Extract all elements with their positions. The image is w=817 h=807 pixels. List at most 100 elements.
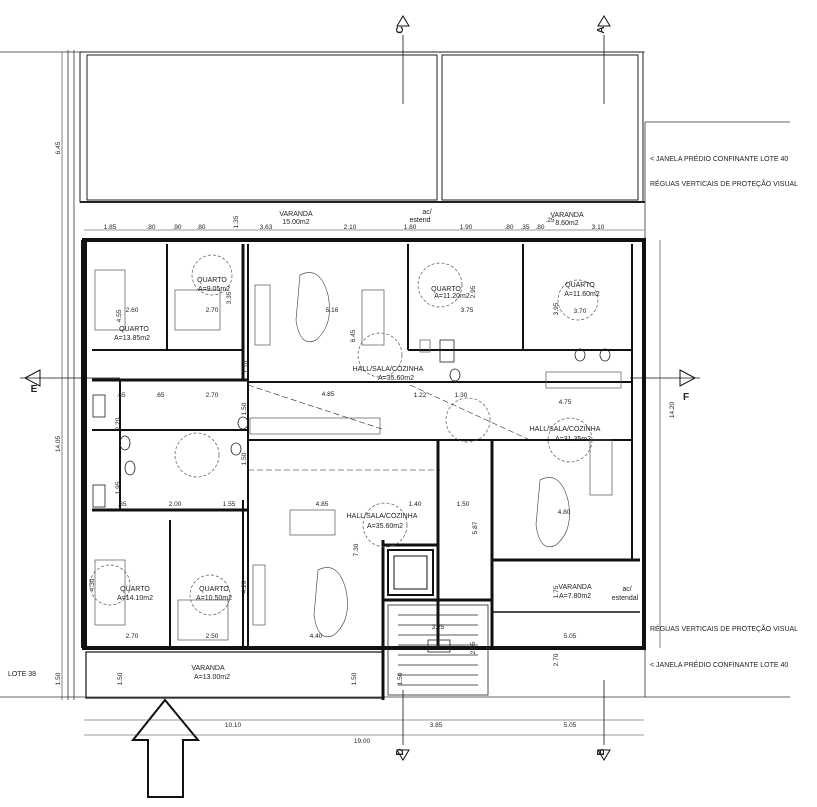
dim-inner: 4.85 [322,391,335,398]
varanda-top-right-name: VARANDA [550,212,584,219]
room-area-hall-2: A=31.35m2 [555,436,591,443]
section-markers [23,15,697,761]
dim-inner: 3.95 [553,302,560,315]
dim-inner: 2.95 [470,641,477,654]
dim-inner: 2.00 [169,501,182,508]
dim-inner: 1.50 [351,672,358,685]
note-janela-top: < JANELA PRÉDIO CONFINANTE LOTE 40 [650,154,788,163]
dim-bottom-1: 3.85 [430,722,443,729]
section-label-f: F [683,392,689,403]
room-area-quarto-4: A=11.60m2 [564,291,600,298]
dim-inner: 2.70 [206,392,219,399]
service-estend-1: estend [409,217,430,224]
room-name-quarto-4: QUARTO [565,282,595,289]
dim-bottom-2: 5.05 [564,722,577,729]
dim-inner: 4.55 [116,309,123,322]
dim-top-2: .90 [172,224,181,231]
dim-top-5: 3.63 [260,224,273,231]
room-name-hall-2: HALL/SALA/COZINHA [530,426,601,433]
dim-inner: 1.50 [241,452,248,465]
dim-inner: 6.45 [350,329,357,342]
dim-left-1: 14.05 [55,435,62,452]
room-area-hall-1: A=35.60m2 [378,375,414,382]
dim-top-10: .35 [520,224,529,231]
dim-inner: 2.95 [470,285,477,298]
dim-inner: 1.10 [243,360,250,373]
dim-inner: 2.70 [206,307,219,314]
walls [81,238,646,700]
dim-inner: 1.50 [117,672,124,685]
dim-inner: .65 [117,501,126,508]
note-lote: LOTE 38 [8,671,36,678]
dim-inner: 4.40 [310,633,323,640]
room-name-hall-1: HALL/SALA/COZINHA [353,366,424,373]
room-name-quarto-1: QUARTO [197,277,227,284]
room-name-quarto-2: QUARTO [119,326,149,333]
room-name-quarto-5: QUARTO [120,586,150,593]
dim-inner: 4.20 [241,580,248,593]
furniture [89,254,622,641]
dim-bottom-3: 19.00 [354,738,371,745]
room-area-quarto-3: A=11.20m2 [434,293,470,300]
cut-lines [20,35,700,745]
room-name-quarto-6: QUARTO [199,586,229,593]
dim-inner: 5.16 [326,307,339,314]
dim-top-1: .80 [146,224,155,231]
room-name-hall-3: HALL/SALA/COZINHA [347,513,418,520]
dim-inner: 4.80 [558,509,571,516]
dim-right: 14.20 [669,401,676,418]
dim-top-13: 3.10 [592,224,605,231]
note-janela-bottom: < JANELA PRÉDIO CONFINANTE LOTE 40 [650,660,788,669]
dim-top-3: .80 [196,224,205,231]
varanda-top-left-area: 15.00m2 [282,219,309,226]
elevator [387,549,434,596]
dim-inner: 2.50 [206,633,219,640]
dim-left-2: 1.50 [55,672,62,685]
dim-inner: 1.30 [455,392,468,399]
dim-inner: 7.30 [353,543,360,556]
dim-inner: 3.70 [574,308,587,315]
varanda-bottom-left-name: VARANDA [191,665,225,672]
section-lines [247,384,531,471]
dim-inner: 1.40 [409,501,422,508]
varanda-bottom-right-name: VARANDA [558,584,592,591]
dim-inner: 2.20 [115,417,122,430]
varanda-top-left-name: VARANDA [279,211,313,218]
room-area-quarto-2: A=13.85m2 [114,335,150,342]
dim-top-0: 1.85 [104,224,117,231]
dim-inner: 1.75 [553,585,560,598]
dim-inner: 1.50 [241,402,248,415]
room-area-quarto-6: A=10.50m2 [196,595,232,602]
dim-inner: 1.95 [115,481,122,494]
note-reguas-bottom: RÉGUAS VERTICAIS DE PROTEÇÃO VISUAL [650,624,798,633]
dim-inner: 1.50 [397,672,404,685]
dim-left-0: 6.45 [55,141,62,154]
dim-inner: 1.50 [457,501,470,508]
stairs [387,604,489,696]
dimension-lines [61,52,661,736]
dim-top-8: 1.90 [460,224,473,231]
dim-top-6: 2.10 [344,224,357,231]
section-label-e: E [31,384,38,395]
varanda-bottom-right-area: A=7.80m2 [559,593,591,600]
entrance-arrow-icon [130,698,201,798]
dim-inner: 5.05 [564,633,577,640]
room-name-quarto-3: QUARTO [431,286,461,293]
section-label-b: B [596,748,607,755]
dim-inner: 3.25 [432,624,445,631]
dim-inner: 4.85 [316,501,329,508]
dim-bottom-0: 10.10 [225,722,242,729]
dim-top-12: .25 [545,217,554,224]
dim-inner: .65 [155,392,164,399]
dim-inner: 3.35 [226,291,233,304]
dim-top-7: 1.80 [404,224,417,231]
section-label-c: C [395,26,406,33]
room-area-quarto-5: A=14.10m2 [117,595,153,602]
dim-top-11: .80 [535,224,544,231]
dim-inner: 2.70 [553,653,560,666]
dim-inner: .65 [116,392,125,399]
dim-inner: 2.60 [126,307,139,314]
dim-inner: 1.55 [223,501,236,508]
section-label-a: A [596,26,607,33]
service-estend-2: estendal [612,595,639,602]
